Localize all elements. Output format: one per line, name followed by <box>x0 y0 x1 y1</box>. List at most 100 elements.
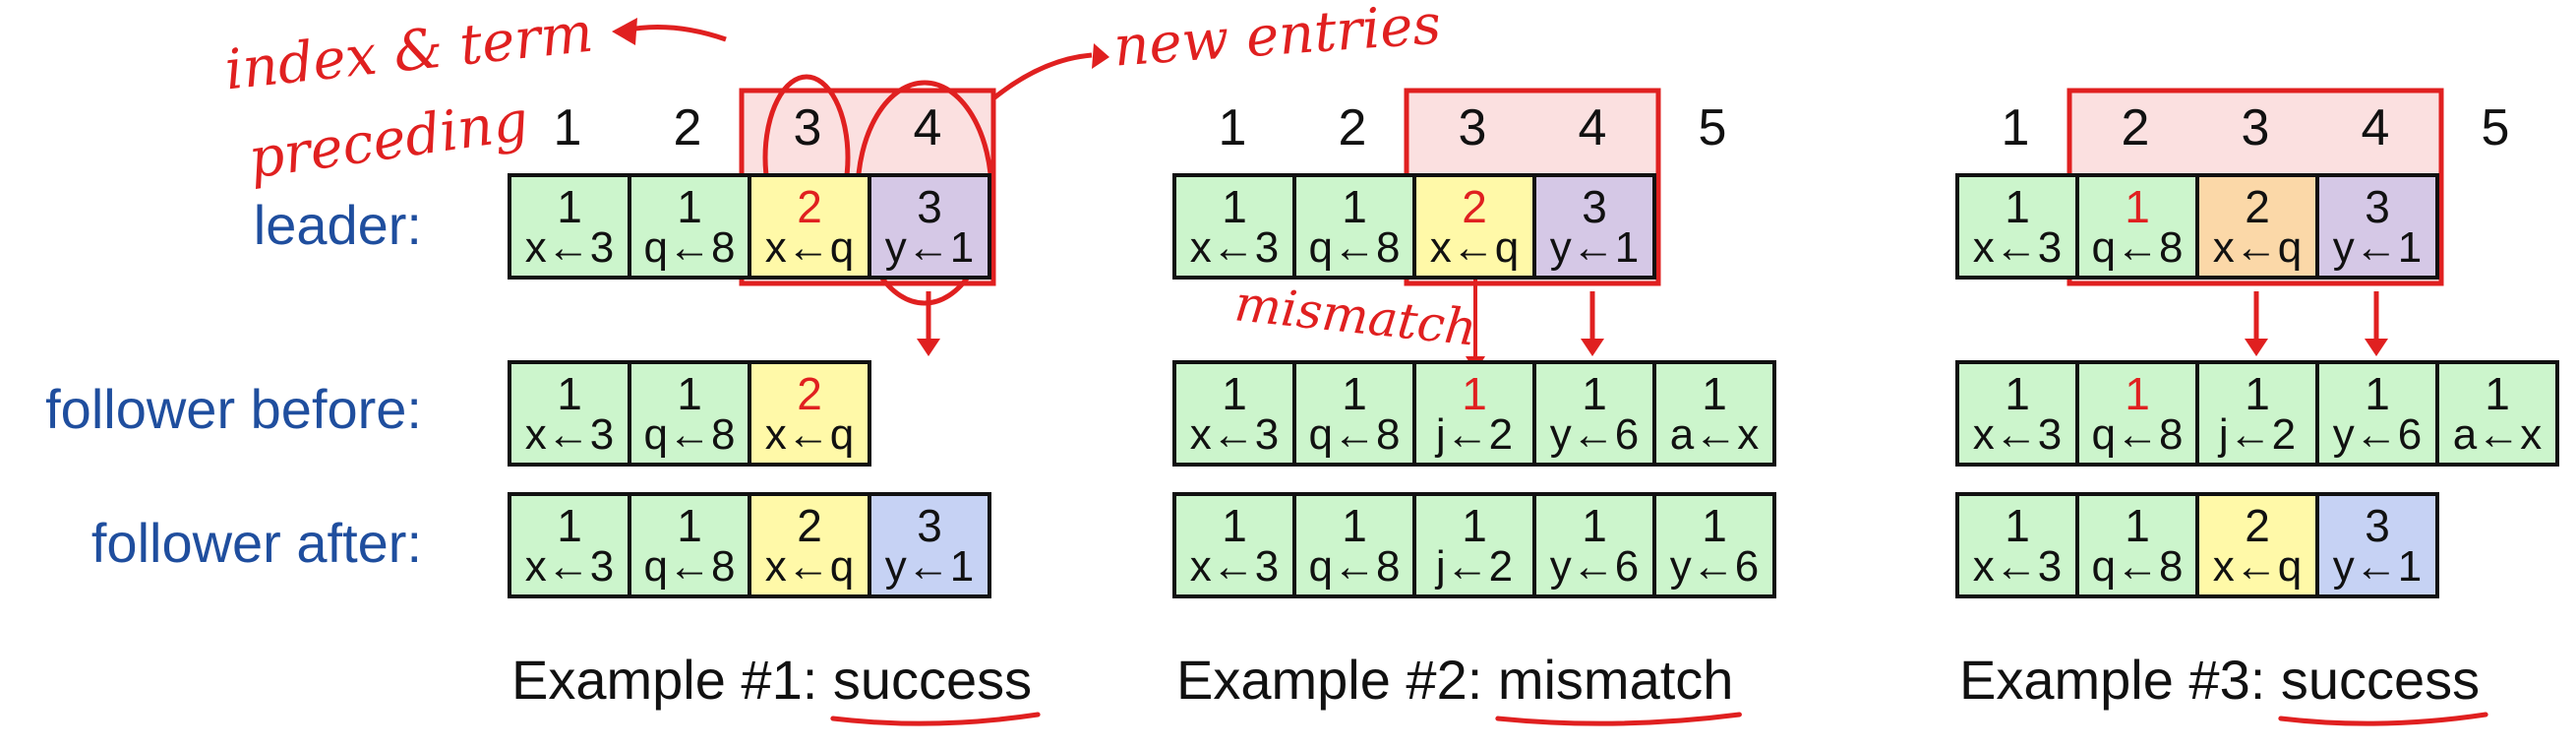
entry-term: 1 <box>2485 368 2510 419</box>
example-caption: Example #2: mismatch <box>1176 648 1733 712</box>
entry-command: q←8 <box>643 542 736 591</box>
entry-term: 3 <box>917 181 942 232</box>
entry-term: 1 <box>677 500 702 551</box>
entry-term: 1 <box>1582 368 1607 419</box>
index-number: 4 <box>913 99 942 156</box>
caption-underline <box>830 712 1041 726</box>
caption-result: mismatch <box>1497 649 1734 711</box>
entry-command: a←x <box>1669 410 1760 459</box>
entry-term: 1 <box>2245 368 2270 419</box>
entry-term: 2 <box>1462 181 1487 232</box>
entry-command: q←8 <box>1308 223 1401 272</box>
entry-term: 3 <box>1582 181 1607 232</box>
pointer-new-entries-head <box>1092 43 1109 69</box>
entry-term: 2 <box>797 500 822 551</box>
entry-term: 1 <box>2005 500 2030 551</box>
entry-command: y←1 <box>2332 223 2423 272</box>
pointer-new-entries <box>991 52 1093 100</box>
entry-command: j←2 <box>2218 410 2297 459</box>
entry-command: y←6 <box>1669 542 1760 591</box>
entry-term: 1 <box>1222 368 1247 419</box>
entry-command: q←8 <box>1308 542 1401 591</box>
entry-term: 1 <box>1222 181 1247 232</box>
entry-command: y←1 <box>2332 542 2423 591</box>
entry-term: 2 <box>797 181 822 232</box>
entry-term: 1 <box>1582 500 1607 551</box>
index-number: 1 <box>553 99 582 156</box>
entry-command: x←3 <box>524 223 615 272</box>
entry-term: 1 <box>557 181 582 232</box>
entry-command: q←8 <box>1308 410 1401 459</box>
index-number: 3 <box>2241 99 2270 156</box>
entry-term: 2 <box>797 368 822 419</box>
entry-command: x←q <box>2212 223 2303 272</box>
entry-term: 1 <box>677 181 702 232</box>
entry-term: 1 <box>557 500 582 551</box>
entry-term: 1 <box>2125 500 2150 551</box>
caption-underline <box>2278 712 2488 726</box>
entry-command: x←3 <box>524 410 615 459</box>
entry-term: 1 <box>2365 368 2390 419</box>
entry-term: 1 <box>557 368 582 419</box>
arrow-ex1-head <box>917 339 940 356</box>
entry-term: 3 <box>917 500 942 551</box>
label-follower-after: follower after: <box>90 512 422 574</box>
index-number: 4 <box>2361 99 2390 156</box>
entry-command: y←6 <box>1549 542 1640 591</box>
entry-term: 1 <box>2125 181 2150 232</box>
caption-underline <box>1495 712 1742 726</box>
index-number: 1 <box>2001 99 2030 156</box>
index-number: 2 <box>673 99 702 156</box>
entry-command: j←2 <box>1435 542 1514 591</box>
entry-term: 1 <box>2005 181 2030 232</box>
index-number: 5 <box>1698 99 1727 156</box>
caption-prefix: Example #3: <box>1959 649 2281 711</box>
entry-term: 3 <box>2365 500 2390 551</box>
label-leader: leader: <box>253 194 422 256</box>
entry-command: q←8 <box>2091 223 2184 272</box>
index-number: 3 <box>1458 99 1487 156</box>
index-number: 5 <box>2481 99 2510 156</box>
entry-command: x←3 <box>1972 542 2063 591</box>
entry-command: q←8 <box>2091 542 2184 591</box>
entry-term: 1 <box>1462 500 1487 551</box>
entry-term: 1 <box>1342 368 1367 419</box>
entry-command: q←8 <box>643 223 736 272</box>
entry-command: q←8 <box>2091 410 2184 459</box>
entry-command: y←1 <box>884 542 975 591</box>
entry-term: 1 <box>1222 500 1247 551</box>
entry-command: x←3 <box>1189 223 1280 272</box>
entry-command: x←q <box>764 410 855 459</box>
arrow-ex2-head <box>1581 339 1604 356</box>
entry-term: 2 <box>2245 500 2270 551</box>
entry-term: 1 <box>1342 181 1367 232</box>
entry-command: y←6 <box>2332 410 2423 459</box>
caption-result: success <box>832 649 1033 711</box>
entry-command: q←8 <box>643 410 736 459</box>
entry-command: x←3 <box>1972 223 2063 272</box>
entry-term: 2 <box>2245 181 2270 232</box>
